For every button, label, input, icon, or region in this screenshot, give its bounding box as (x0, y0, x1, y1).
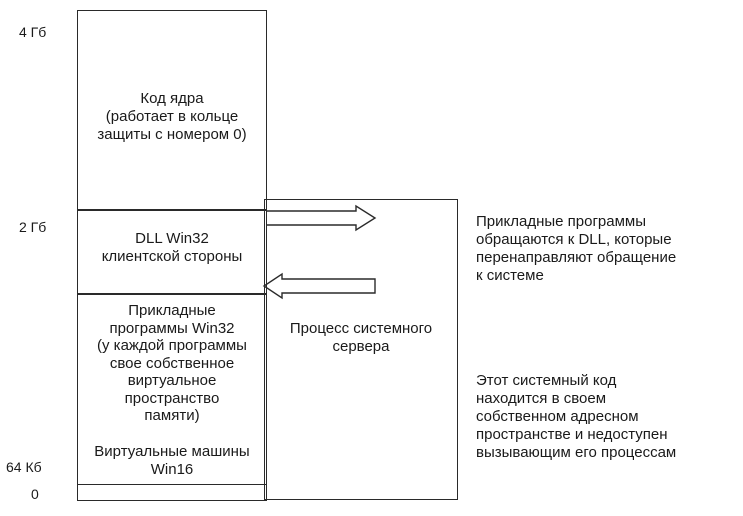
server-note: Этот системный код находится в своем соб… (476, 372, 738, 462)
label-zero: 0 (31, 486, 39, 502)
server-note-line: вызывающим его процессам (476, 444, 677, 461)
kernel-box (77, 10, 267, 211)
dll-line: DLL Win32 (135, 230, 209, 247)
win16-line: Виртуальные машины (94, 443, 250, 460)
apps-line: виртуальное (127, 372, 217, 389)
dll-note-line: к системе (476, 267, 544, 284)
dll-note-line: обращаются к DLL, которые (476, 231, 672, 248)
server-note-line: собственном адресном (476, 408, 639, 425)
label-4gb: 4 Гб (19, 24, 47, 40)
server-note-line: пространстве и недоступен (476, 426, 668, 443)
server-text: Процесс системного сервера (264, 320, 458, 356)
dll-note-line: Прикладные программы (476, 213, 647, 230)
dll-text: DLL Win32 клиентской стороны (77, 230, 267, 266)
dll-note: Прикладные программы обращаются к DLL, к… (476, 213, 736, 285)
apps-line: памяти) (144, 407, 200, 424)
arrow-right-icon (266, 204, 377, 232)
apps-line: Прикладные (128, 302, 216, 319)
bottom-box (77, 484, 267, 501)
win16-line: Win16 (150, 461, 194, 478)
apps-line: программы Win32 (109, 319, 235, 337)
arrow-left-icon (262, 272, 376, 300)
server-line: сервера (332, 338, 390, 355)
apps-line: свое собственное (109, 354, 235, 372)
kernel-line: (работает в кольце (105, 108, 239, 125)
server-line: Процесс системного (289, 320, 433, 337)
server-note-line: Этот системный код (476, 372, 617, 389)
server-process-box (264, 199, 458, 500)
apps-line: пространство (124, 389, 220, 407)
label-64kb: 64 Кб (6, 459, 42, 475)
apps-line: (у каждой программы (97, 337, 247, 354)
label-2gb: 2 Гб (19, 219, 47, 235)
kernel-text: Код ядра (работает в кольце защиты с ном… (77, 90, 267, 144)
dll-note-line: перенаправляют обращение (476, 249, 677, 266)
win16-text: Виртуальные машины Win16 (77, 443, 267, 479)
kernel-line: защиты с номером 0) (97, 126, 247, 143)
kernel-line: Код ядра (140, 90, 204, 107)
dll-line: клиентской стороны (101, 248, 243, 265)
apps-text: Прикладные программы Win32 (у каждой про… (77, 302, 267, 425)
dll-box (77, 209, 267, 295)
server-note-line: находится в своем (476, 390, 607, 407)
